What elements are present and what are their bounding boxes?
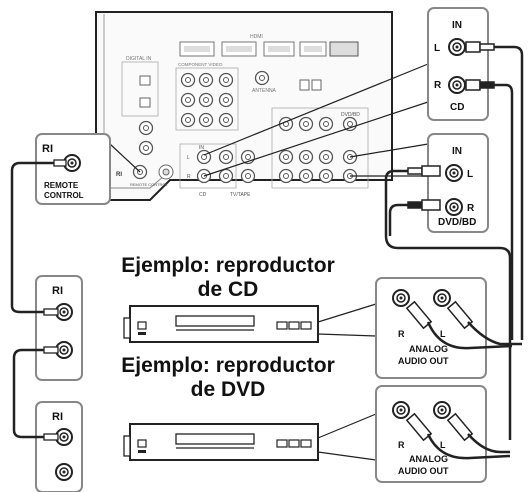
cd-out-r-jack: [392, 289, 410, 307]
cd-player-ri-inset: RI: [35, 275, 83, 381]
remote-inset-line1: REMOTE: [44, 181, 79, 190]
remote-inset-ri-label: RI: [42, 143, 53, 155]
dvd-in-r-jack: [445, 198, 463, 216]
antenna-block: ANTENNA: [252, 70, 322, 94]
panel-dvd-label: DVD/BD: [341, 112, 360, 118]
panel-in-label: IN: [199, 145, 204, 151]
dvd-player-ri-jack-2: [55, 463, 73, 481]
cd-example-caption-line2: de CD: [197, 278, 259, 301]
dvd-player-ri-label: RI: [52, 411, 63, 423]
cd-inset-in-label: IN: [452, 20, 462, 31]
dvd-inset-r-label: R: [467, 203, 475, 214]
dvd-player-ri-inset: RI: [35, 401, 83, 492]
panel-l-label: L: [187, 155, 190, 161]
dvd-out-line1: ANALOG: [409, 454, 448, 464]
dvd-inset-l-label: L: [467, 169, 473, 180]
leader-lines: [109, 63, 429, 177]
component-video-jacks: COMPONENT VIDEO: [175, 62, 239, 131]
cd-inset-cd-label: CD: [450, 102, 464, 113]
audio-cables: [384, 45, 524, 460]
dvd-out-r-label: R: [398, 440, 405, 450]
cd-out-line1: ANALOG: [409, 344, 448, 354]
panel-remote-control-label: REMOTE CONTROL: [130, 182, 169, 187]
panel-r-label: R: [187, 174, 191, 180]
cd-in-l-jack: [448, 38, 466, 56]
cd-player-ri-label: RI: [52, 285, 63, 297]
cd-input-inset: IN L R CD: [427, 7, 495, 121]
panel-cd-l-jack: [196, 149, 212, 165]
dvd-inset-label: DVD/BD: [438, 217, 476, 228]
cd-out-l-jack: [433, 289, 451, 307]
remote-control-block: RI REMOTE CONTROL: [116, 164, 174, 187]
cd-in-r-jack: [448, 76, 466, 94]
dvd-in-l-jack: [445, 164, 463, 182]
dvd-input-inset: IN L R DVD/BD: [407, 133, 489, 233]
panel-antenna-label: ANTENNA: [252, 88, 277, 94]
remote-cables: [10, 161, 54, 439]
dvd-inset-in-label: IN: [452, 146, 462, 157]
cd-out-line2: AUDIO OUT: [398, 356, 449, 366]
cd-inset-l-label: L: [434, 43, 440, 54]
panel-component-label: COMPONENT VIDEO: [178, 62, 223, 67]
cd-out-l-label: L: [440, 329, 446, 339]
panel-ri-label: RI: [116, 172, 122, 178]
receiver-rear-panel: DIGITAL IN HDMI COMPONENT VIDEO ANTENN: [95, 11, 393, 201]
panel-hdmi-label: HDMI: [250, 34, 263, 40]
dvd-out-line2: AUDIO OUT: [398, 466, 449, 476]
dvd-out-l-jack: [433, 401, 451, 419]
cd-inset-r-label: R: [434, 80, 442, 91]
dvd-example-caption-line1: Ejemplo: reproductor: [121, 354, 335, 377]
cd-example-caption-line1: Ejemplo: reproductor: [121, 254, 335, 277]
cd-out-r-label: R: [398, 329, 405, 339]
hdmi-ports: HDMI: [179, 34, 359, 57]
cd-player: [123, 303, 377, 343]
panel-cd-label: CD: [199, 192, 207, 198]
remote-control-inset: RI REMOTE CONTROL: [35, 133, 111, 205]
panel-digital-in-label: DIGITAL IN: [126, 56, 152, 62]
dvd-example-caption-line2: de DVD: [190, 378, 266, 401]
dvd-out-r-jack: [392, 401, 410, 419]
dvd-player: [123, 413, 377, 461]
panel-tv-tape-label: TV/TAPE: [230, 192, 251, 198]
remote-inset-line2: CONTROL: [44, 191, 84, 200]
dvd-out-l-label: L: [440, 440, 446, 450]
